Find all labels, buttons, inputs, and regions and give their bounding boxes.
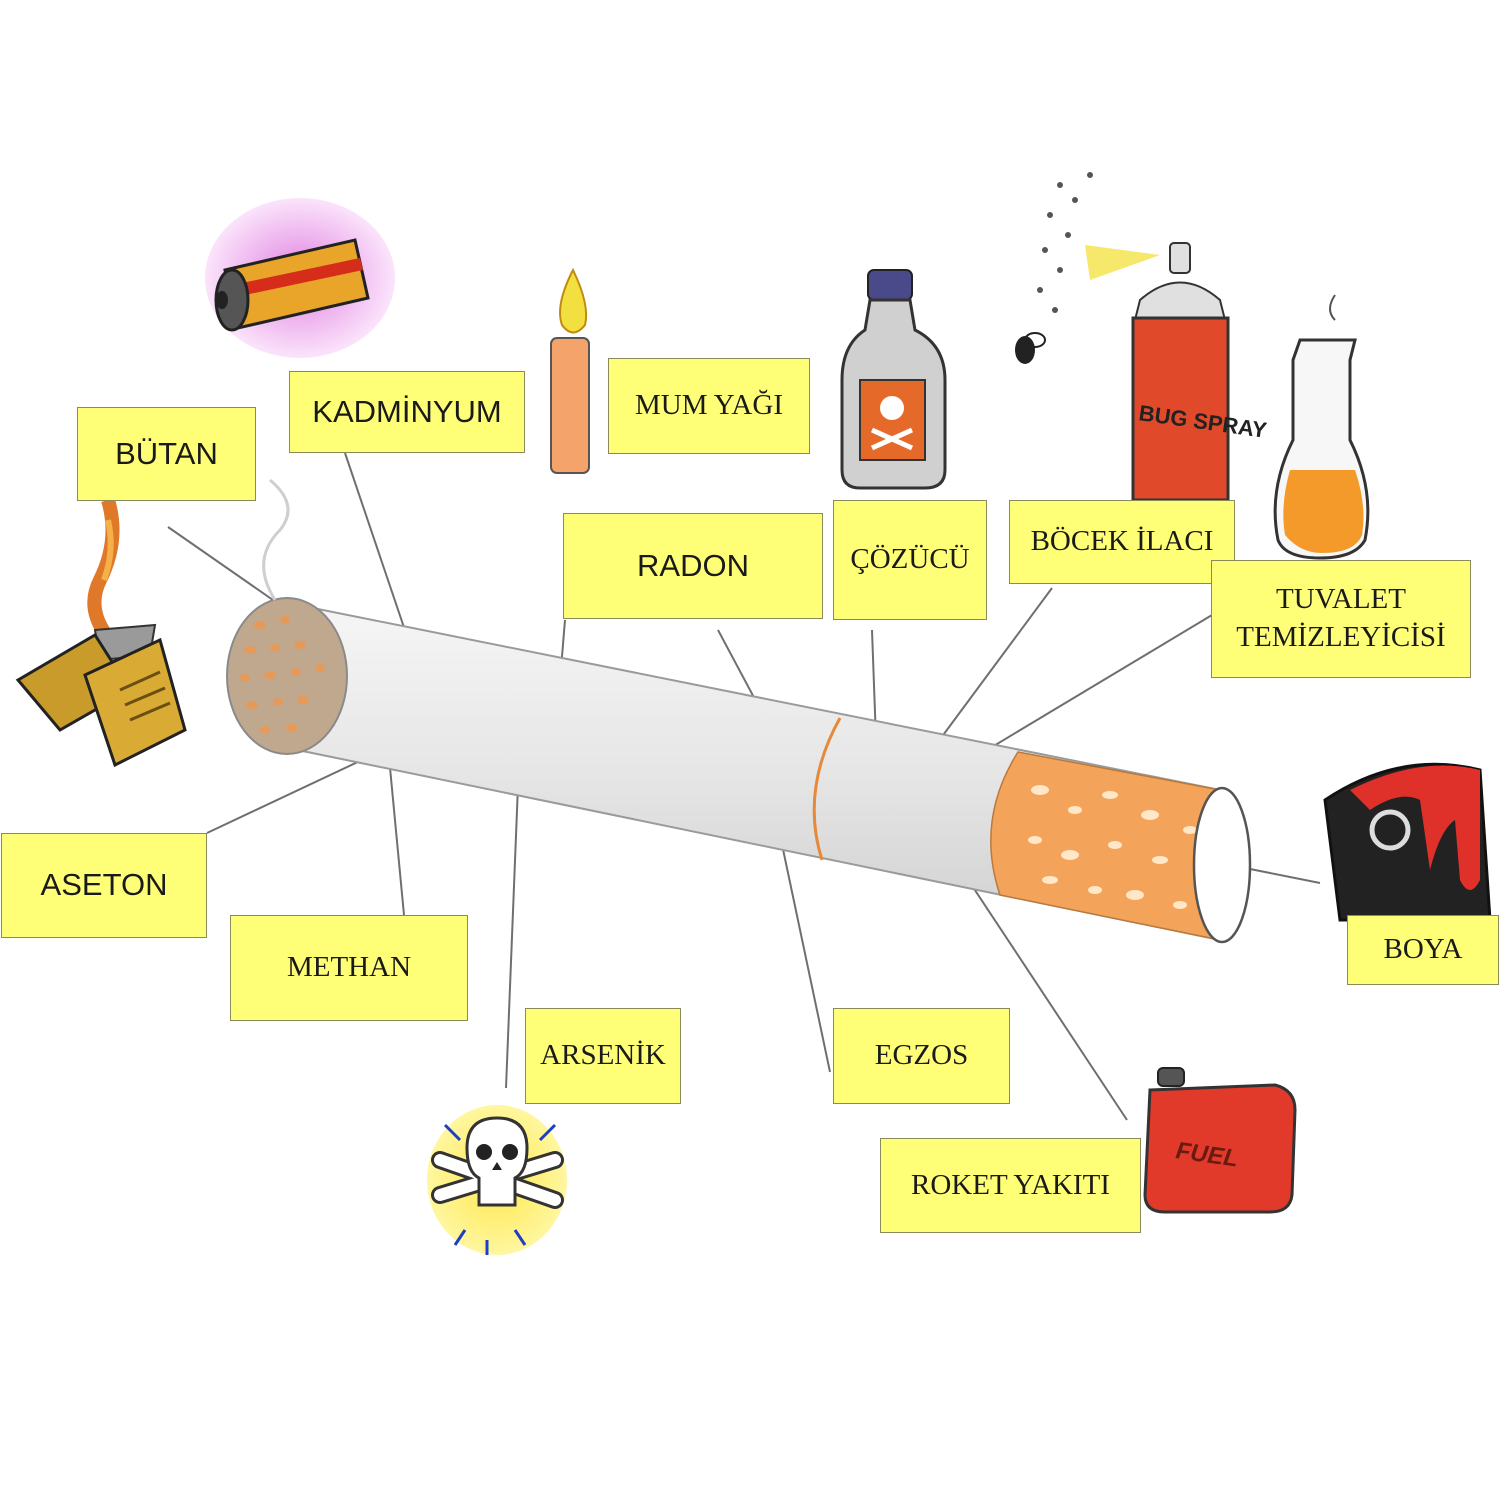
leader-line-tuvalet: [986, 614, 1213, 751]
bug-spray-icon: BUG SPRAY: [1131, 242, 1269, 502]
label-kadminyum: KADMİNYUM: [289, 371, 525, 453]
label-aseton: ASETON: [1, 833, 207, 938]
candle-icon: [550, 267, 590, 474]
skull-crossbones-icon: [427, 1105, 567, 1255]
leader-line-boya: [1244, 867, 1321, 884]
fly-icon: [1015, 332, 1046, 364]
label-butan: BÜTAN: [77, 407, 256, 501]
leader-lines: [167, 452, 1321, 1121]
smoke: [262, 478, 290, 601]
label-tuvalet-temizleyicisi: TUVALET TEMİZLEYİCİSİ: [1211, 560, 1471, 678]
label-tuvalet-line1: TUVALET: [1276, 583, 1406, 616]
leader-line-egzos: [779, 834, 831, 1073]
filter-end: [1192, 786, 1252, 944]
leader-line-roket: [954, 859, 1128, 1121]
label-mum-yagi: MUM YAĞI: [608, 358, 810, 454]
leader-line-aseton: [206, 759, 363, 834]
label-tuvalet-line2: TEMİZLEYİCİSİ: [1236, 621, 1446, 653]
paint-can-icon: [1323, 762, 1492, 922]
cigarette-filter: [990, 751, 1221, 941]
label-cozucu: ÇÖZÜCÜ: [833, 500, 987, 620]
leader-line-arsenik: [505, 759, 520, 1089]
label-egzos: EGZOS: [833, 1008, 1010, 1104]
label-arsenik: ARSENİK: [525, 1008, 681, 1104]
spray-mist: [1037, 172, 1160, 313]
battery-icon: [205, 198, 395, 358]
label-roket-yakiti: ROKET YAKITI: [880, 1138, 1141, 1233]
cigarette: [226, 478, 1252, 944]
tipping-line: [812, 717, 842, 861]
label-radon: RADON: [563, 513, 823, 619]
tobacco-end: [226, 597, 348, 755]
label-methan: METHAN: [230, 915, 468, 1021]
fuel-can-icon: FUEL: [1143, 1067, 1297, 1214]
poison-bottle-icon: [840, 269, 947, 490]
label-boya: BOYA: [1347, 915, 1499, 985]
leader-line-bocek-ilaci: [937, 587, 1053, 743]
flask-icon: [1273, 294, 1370, 560]
lighter-icon: [15, 497, 187, 768]
label-bocek-ilaci: BÖCEK İLACI: [1009, 500, 1235, 584]
